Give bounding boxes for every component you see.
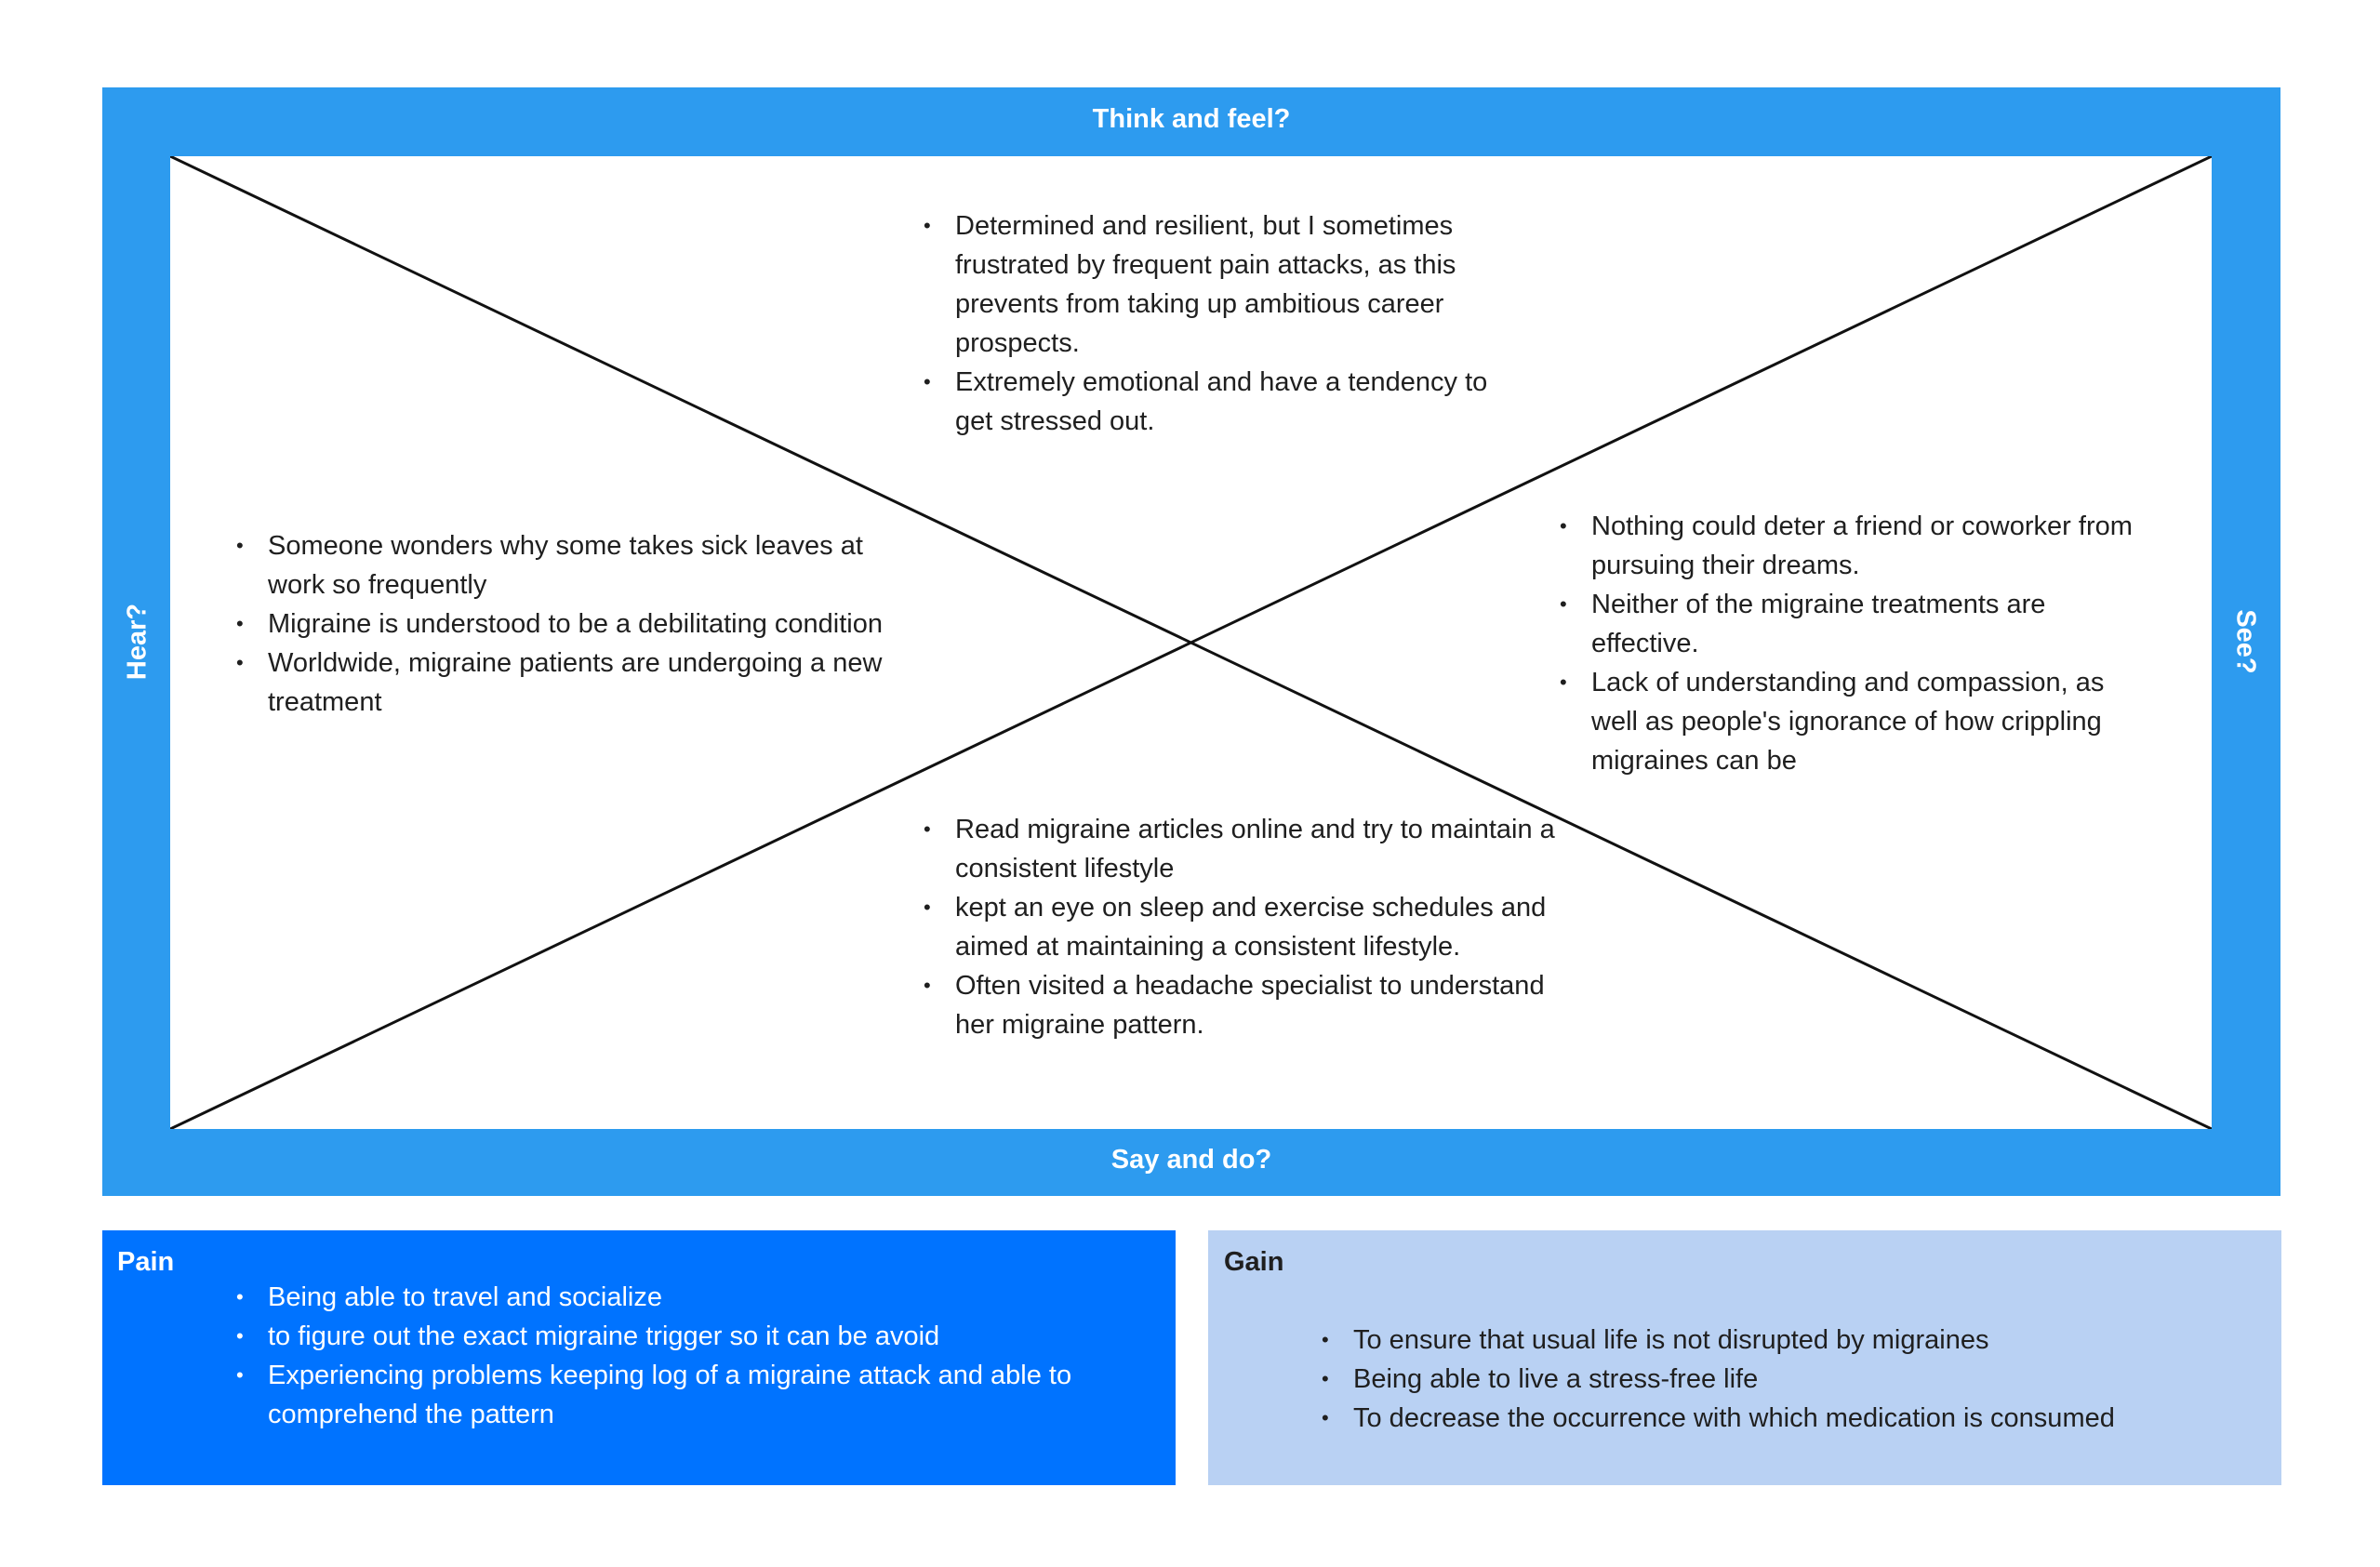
pain-list: Being able to travel and socialize to fi…: [236, 1278, 1073, 1434]
pain-title: Pain: [117, 1247, 175, 1277]
gain-title: Gain: [1224, 1247, 1284, 1277]
hear-label: Hear?: [122, 603, 153, 681]
say-do-label: Say and do?: [1110, 1145, 1272, 1175]
diagonal-lines: [170, 156, 2212, 1129]
diagonal-line-bottom-left-to-top-right: [170, 156, 2212, 1129]
list-item: To ensure that usual life is not disrupt…: [1322, 1321, 2261, 1360]
think-feel-list: Determined and resilient, but I sometime…: [924, 206, 1500, 441]
see-label: See?: [2230, 609, 2261, 674]
list-item: Often visited a headache specialist to u…: [924, 966, 1575, 1044]
list-item: Lack of understanding and compassion, as…: [1560, 663, 2155, 780]
pain-box: Pain Being able to travel and socialize …: [102, 1230, 1176, 1485]
list-item: Migraine is understood to be a debilitat…: [236, 604, 887, 644]
list-item: To decrease the occurrence with which me…: [1322, 1399, 2261, 1438]
list-item: Extremely emotional and have a tendency …: [924, 363, 1500, 441]
list-item: Being able to live a stress-free life: [1322, 1360, 2261, 1399]
list-item: Being able to travel and socialize: [236, 1278, 1073, 1317]
list-item: Determined and resilient, but I sometime…: [924, 206, 1500, 363]
list-item: Neither of the migraine treatments are e…: [1560, 585, 2155, 663]
list-item: Experiencing problems keeping log of a m…: [236, 1356, 1073, 1434]
say-do-list: Read migraine articles online and try to…: [924, 810, 1575, 1044]
gain-list: To ensure that usual life is not disrupt…: [1322, 1321, 2261, 1438]
list-item: Nothing could deter a friend or coworker…: [1560, 507, 2155, 585]
list-item: Someone wonders why some takes sick leav…: [236, 526, 887, 604]
list-item: kept an eye on sleep and exercise schedu…: [924, 888, 1575, 966]
gain-box: Gain To ensure that usual life is not di…: [1208, 1230, 2281, 1485]
see-list: Nothing could deter a friend or coworker…: [1560, 507, 2155, 780]
list-item: Worldwide, migraine patients are undergo…: [236, 644, 887, 722]
list-item: Read migraine articles online and try to…: [924, 810, 1575, 888]
list-item: to figure out the exact migraine trigger…: [236, 1317, 1073, 1356]
think-feel-label: Think and feel?: [1092, 104, 1291, 134]
hear-list: Someone wonders why some takes sick leav…: [236, 526, 887, 722]
